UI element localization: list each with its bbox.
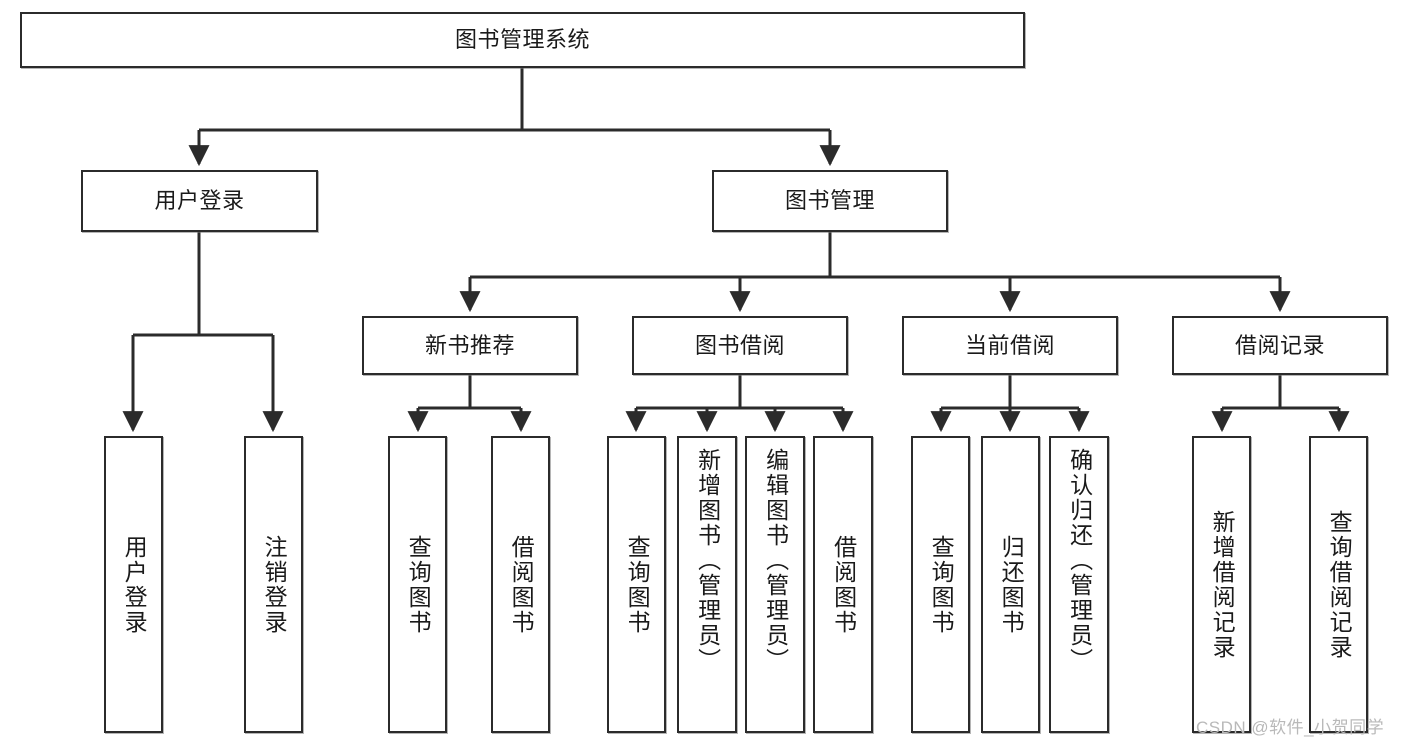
node-label: 用户登录 (154, 188, 245, 214)
leaf-recommend-query-book[interactable]: 查询图书 (388, 436, 447, 733)
leaf-borrow-borrow-book[interactable]: 借阅图书 (813, 436, 873, 733)
node-label: 图书借阅 (694, 332, 785, 358)
node-label: 查询图书 (624, 534, 651, 635)
leaf-recommend-borrow-book[interactable]: 借阅图书 (491, 436, 550, 733)
leaf-borrow-add-book-admin[interactable]: 新增图书（管理员） (677, 436, 737, 733)
node-label: 图书管理 (784, 188, 875, 214)
leaf-user-login-logout[interactable]: 注销登录 (244, 436, 303, 733)
node-label: 新增图书（管理员） (694, 448, 721, 673)
node-label: 查询图书 (928, 534, 955, 635)
watermark-text: CSDN @软件_小贺同学 (1196, 718, 1385, 737)
leaf-record-add-record[interactable]: 新增借阅记录 (1192, 436, 1251, 733)
node-label: 借阅图书 (830, 534, 857, 635)
node-label: 查询借阅记录 (1326, 509, 1353, 660)
leaf-current-query-book[interactable]: 查询图书 (911, 436, 970, 733)
node-borrow-record[interactable]: 借阅记录 (1172, 316, 1388, 375)
node-label: 借阅记录 (1234, 332, 1325, 358)
node-label: 新增借阅记录 (1209, 509, 1236, 660)
leaf-current-return-book[interactable]: 归还图书 (981, 436, 1040, 733)
node-label: 图书管理系统 (454, 27, 590, 53)
node-book-management[interactable]: 图书管理 (712, 170, 948, 232)
node-label: 借阅图书 (508, 534, 535, 635)
leaf-borrow-edit-book-admin[interactable]: 编辑图书（管理员） (745, 436, 805, 733)
node-label: 新书推荐 (424, 332, 515, 358)
node-label: 用户登录 (121, 534, 148, 635)
node-label: 注销登录 (261, 534, 288, 635)
node-current-borrow[interactable]: 当前借阅 (902, 316, 1118, 375)
node-new-book-recommend[interactable]: 新书推荐 (362, 316, 578, 375)
node-label: 归还图书 (998, 534, 1025, 635)
node-label: 编辑图书（管理员） (762, 448, 789, 673)
leaf-borrow-query-book[interactable]: 查询图书 (607, 436, 666, 733)
node-book-borrow[interactable]: 图书借阅 (632, 316, 848, 375)
leaf-user-login-login[interactable]: 用户登录 (104, 436, 163, 733)
node-user-login[interactable]: 用户登录 (81, 170, 318, 232)
leaf-current-confirm-return-admin[interactable]: 确认归还（管理员） (1049, 436, 1109, 733)
node-root-system[interactable]: 图书管理系统 (20, 12, 1025, 68)
node-label: 当前借阅 (964, 332, 1055, 358)
node-label: 确认归还（管理员） (1066, 448, 1093, 673)
node-label: 查询图书 (405, 534, 432, 635)
leaf-record-query-record[interactable]: 查询借阅记录 (1309, 436, 1368, 733)
